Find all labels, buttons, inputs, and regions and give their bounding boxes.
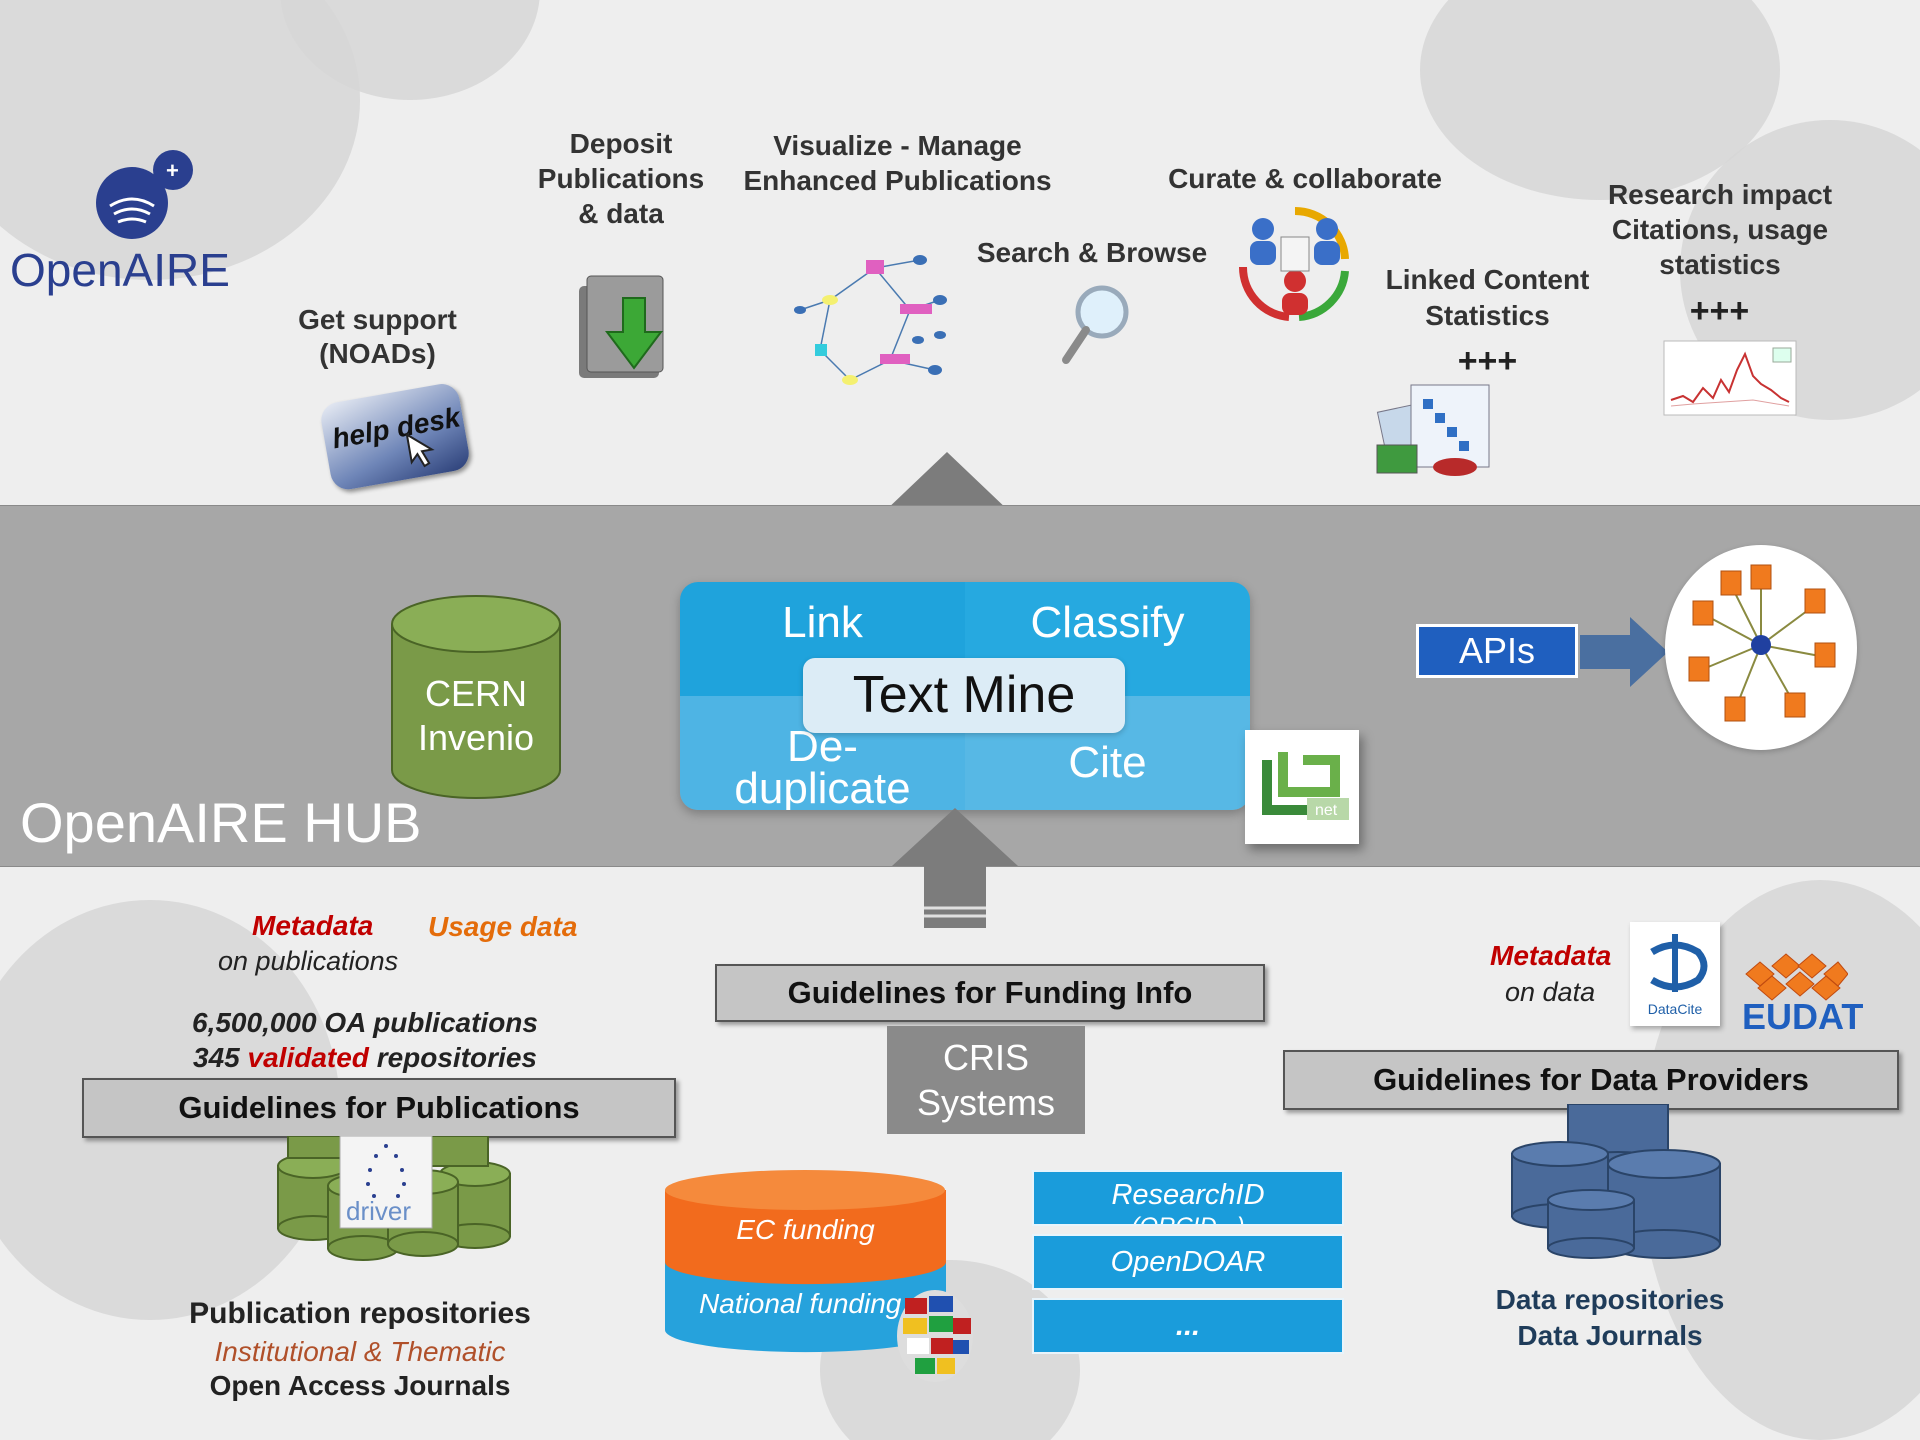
guidelines-funding-box[interactable]: Guidelines for Funding Info [715,964,1265,1022]
help-desk-icon[interactable]: help desk [317,370,482,502]
api-network-circle [1665,545,1857,750]
national-funding-label: National funding [699,1288,902,1319]
data-repositories-label: Data repositories Data Journals [1495,1284,1725,1351]
metadata-label: Metadata [252,910,374,941]
svg-text:driver: driver [346,1196,411,1226]
institutional-thematic-label: Institutional & Thematic [214,1336,506,1367]
impact-plus: +++ [1689,292,1750,330]
support-label: Get support (NOADs) [298,304,457,369]
funding-database[interactable]: EC funding National funding [663,1168,948,1356]
hub-title: OpenAIRE HUB [20,791,422,854]
usage-data-label: Usage data [428,911,578,942]
database-cylinder-icon [391,595,561,799]
linked-content-label: Linked Content Statistics [1385,264,1590,331]
publication-repositories-cluster: driver [277,1136,511,1261]
apis-button[interactable]: APIs [1416,624,1578,678]
more-sources-row[interactable]: ... [1032,1298,1344,1354]
eudat-cubes-icon [1745,953,1849,1001]
on-data-label: on data [1505,977,1596,1007]
cursor-icon [405,432,435,468]
open-access-journals-label: Open Access Journals [209,1370,511,1401]
datacite-mark-icon: DataCite [1648,934,1708,1017]
up-arrow-hub [892,808,1018,928]
network-graph-icon[interactable] [790,240,960,400]
text-mine-label[interactable]: Text Mine [803,658,1125,733]
deposit-label: Deposit Publications & data [537,128,705,229]
logo-text: OpenAIRE [10,244,230,296]
svg-text:DataCite: DataCite [1648,1001,1703,1017]
validated-repositories-line: 345 validated repositories [193,1042,537,1073]
data-metadata-label: Metadata [1490,940,1612,971]
oa-publications-count: 6,500,000 OA publications [192,1007,538,1038]
statistics-chart-icon[interactable] [1375,375,1505,480]
on-publications-label: on publications [218,946,399,976]
funding-cylinder-icon [665,1170,946,1353]
cern-invenio-database[interactable]: CERN Invenio [390,594,562,800]
dnet-logo: net [1245,730,1359,844]
eudat-label: EUDAT [1742,996,1864,1037]
openaire-logo: + OpenAIRE [10,148,240,298]
search-browse-label: Search & Browse [976,237,1208,268]
apis-arrow-icon [1580,617,1668,687]
linked-plus: +++ [1457,342,1518,380]
network-cubes-icon [1688,564,1836,722]
guidelines-data-providers-box[interactable]: Guidelines for Data Providers [1283,1050,1899,1110]
cern-invenio-label: CERN Invenio [417,673,535,758]
research-impact-label: Research impact Citations, usage statist… [1607,179,1833,280]
flags-globe-icon [897,1290,973,1382]
researchid-row[interactable]: ResearchID (ORCID...) [1032,1170,1344,1226]
guidelines-publications-box[interactable]: Guidelines for Publications [82,1078,676,1138]
ec-funding-label: EC funding [736,1214,875,1245]
datacite-logo: DataCite [1630,922,1720,1026]
logo-mark-icon: + [96,150,193,239]
curate-label: Curate & collaborate [1168,163,1442,194]
collaboration-people-icon[interactable] [1235,203,1355,323]
deposit-folder-icon[interactable] [575,270,675,385]
svg-text:+: + [166,158,179,183]
eudat-logo: EUDAT [1738,944,1863,1038]
impact-line-chart-icon[interactable] [1663,340,1798,418]
publication-repositories-label: Publication repositories [189,1297,531,1330]
svg-text:net: net [1315,802,1338,819]
visualize-label: Visualize - Manage Enhanced Publications [743,130,1052,196]
opendoar-row[interactable]: OpenDOAR [1032,1234,1344,1290]
dnet-mark-icon: net [1262,752,1349,820]
cris-systems-box[interactable]: CRIS Systems [887,1026,1085,1134]
magnifier-icon[interactable] [1058,280,1138,370]
data-repositories-cluster [1511,1104,1721,1259]
